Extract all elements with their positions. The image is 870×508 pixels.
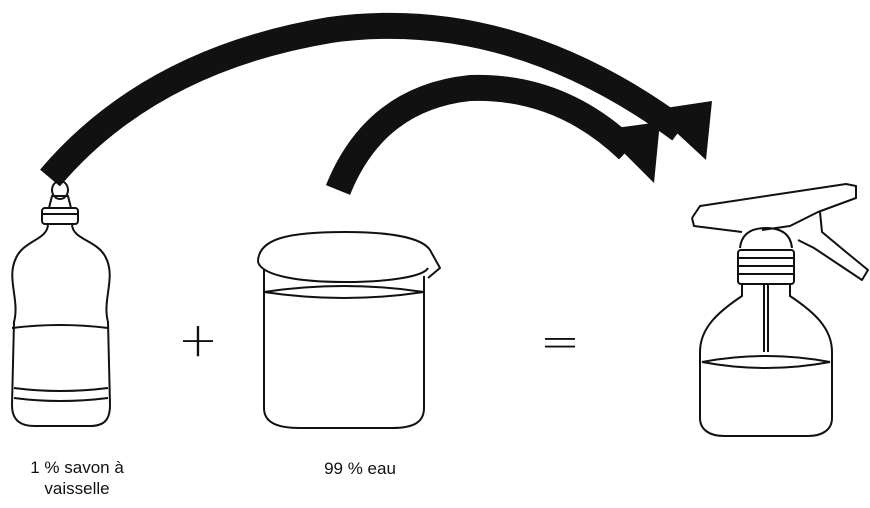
equals-operator: = bbox=[540, 314, 580, 370]
plus-operator: + bbox=[178, 312, 218, 368]
curved-arrow-icon-large bbox=[40, 12, 712, 187]
spray-bottle-icon bbox=[691, 183, 869, 437]
soap-caption-line1: 1 % savon à bbox=[30, 458, 124, 477]
soap-caption-line2: vaisselle bbox=[44, 479, 110, 498]
water-caption-text: 99 % eau bbox=[324, 459, 396, 478]
dish-soap-bottle-icon bbox=[11, 180, 111, 427]
beaker-icon bbox=[257, 231, 441, 429]
water-caption: 99 % eau bbox=[295, 458, 425, 479]
soap-caption: 1 % savon à vaisselle bbox=[2, 457, 152, 499]
curved-arrow-icon-small bbox=[325, 74, 660, 196]
